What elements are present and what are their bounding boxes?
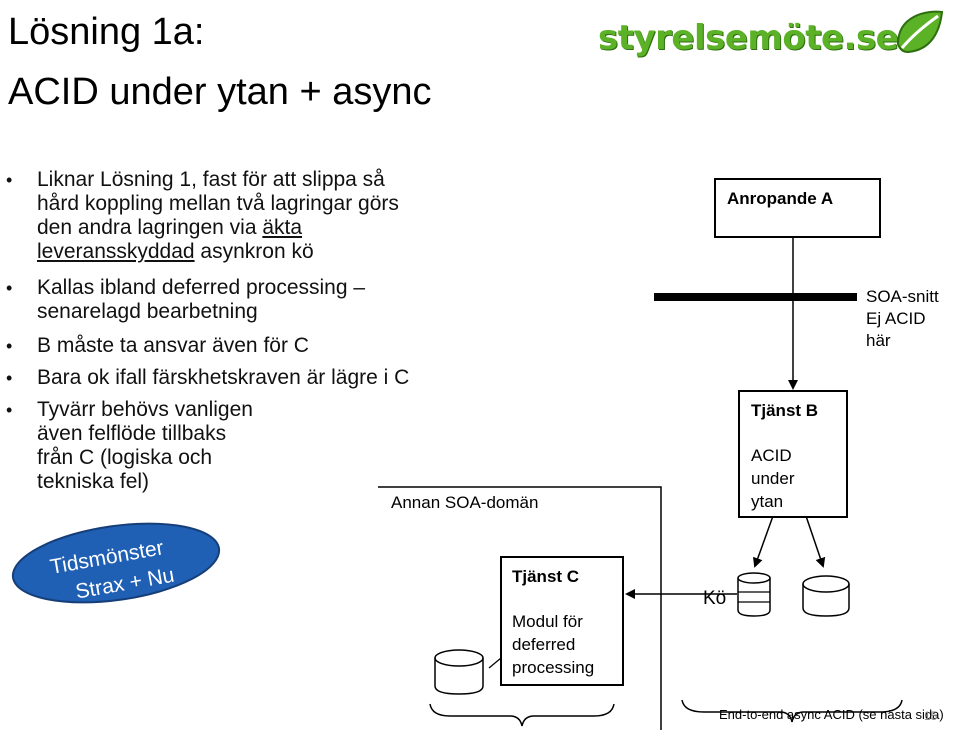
arrow-b-to-queue [753, 515, 774, 568]
bullet-dot: • [6, 368, 13, 388]
footer-note: End-to-end async ACID (se nästa sida) [719, 707, 944, 722]
bullet-line: leveransskyddad asynkron kö [37, 240, 399, 264]
soa-note-line: SOA-snitt [866, 287, 939, 306]
bullet-line: Kallas ibland deferred processing – [37, 276, 366, 299]
brace-right [681, 699, 903, 723]
tjanst-b-body: ACID under ytan [751, 444, 794, 513]
database-c-icon [434, 649, 484, 695]
queue-icon [737, 572, 771, 617]
tjanst-c-line: Modul för [512, 612, 583, 631]
anropande-a-label: Anropande A [727, 189, 834, 208]
bullet-line: från C (logiska och [37, 446, 213, 469]
bullet-line: Liknar Lösning 1, fast för att slippa så [37, 168, 385, 191]
underlined-word: äkta [262, 216, 303, 239]
tjanst-b-line: under [751, 469, 795, 488]
bullet-line: även felflöde tillbaks [37, 422, 227, 445]
brace-left [429, 703, 615, 727]
bullet-dot: • [6, 400, 13, 420]
bullet-line: senarelagd bearbetning [37, 300, 258, 323]
soa-note: SOA-snitt Ej ACID här [866, 286, 939, 352]
tjanst-c-body: Modul för deferred processing [512, 610, 594, 679]
bullet-line: hård koppling mellan två lagringar görs [37, 192, 399, 215]
leaf-logo-icon [896, 10, 944, 54]
slide-title-line1: Lösning 1a: [8, 11, 205, 53]
queue-label: Kö [703, 588, 727, 609]
bullet-line: Tyvärr behövs vanligen [37, 398, 253, 421]
tjanst-b-line: ACID [751, 446, 792, 465]
tjanst-c-title: Tjänst C [512, 567, 580, 586]
tjanst-c-line: processing [512, 658, 595, 677]
other-soa-domain-label: Annan SOA-domän [391, 493, 539, 512]
bullet-line-part: asynkron kö [194, 240, 314, 263]
bullet-line: den andra lagringen via äkta [37, 216, 399, 240]
bullet-line: Bara ok ifall färskhetskraven är lägre i… [37, 366, 410, 389]
anropande-a-box: Anropande A [714, 178, 881, 238]
tjanst-b-line: ytan [751, 492, 784, 511]
bullet-dot: • [6, 336, 13, 356]
bullet-line: B måste ta ansvar även för C [37, 334, 309, 357]
badge-ellipse [11, 522, 221, 604]
soa-note-line: Ej ACID [866, 309, 926, 328]
tjanst-c-box: Tjänst C Modul för deferred processing [500, 556, 624, 686]
soa-note-line: här [866, 331, 891, 350]
bullet-line-part: den andra lagringen via [37, 216, 263, 239]
tjanst-c-line: deferred [512, 635, 576, 654]
tjanst-b-title: Tjänst B [751, 401, 819, 420]
slide-title-line2: ACID under ytan + async [8, 71, 432, 113]
underlined-word: leveransskyddad [37, 240, 195, 263]
database-b-icon [802, 575, 850, 617]
logo-text: styrelsemöte.se [598, 18, 899, 58]
page-number: 15 [924, 709, 938, 723]
bullet-dot: • [6, 278, 13, 298]
tjanst-b-box: Tjänst B ACID under ytan [738, 390, 848, 518]
arrow-b-to-database [805, 515, 826, 568]
bullet-line: tekniska fel) [37, 470, 150, 493]
bullet-dot: • [6, 170, 13, 190]
soa-domain-border [378, 486, 662, 730]
c-to-database-line [488, 657, 502, 669]
time-pattern-badge: Tidsmönster Strax + Nu [11, 522, 221, 604]
